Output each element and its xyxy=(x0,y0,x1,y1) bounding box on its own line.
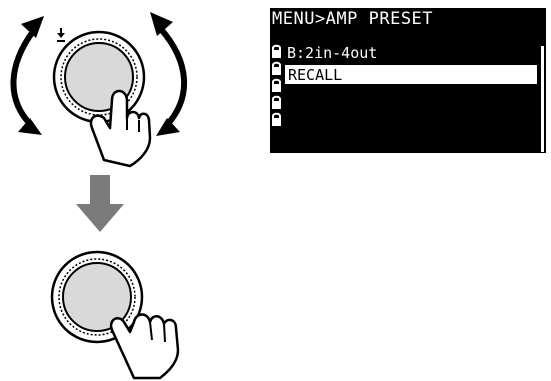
down-arrow-icon xyxy=(76,175,124,232)
scrollbar[interactable] xyxy=(541,46,544,152)
lock-icon xyxy=(271,95,282,109)
hand-press-icon xyxy=(111,315,178,379)
recall-menu-item[interactable]: RECALL xyxy=(285,65,537,84)
encoder-dial-icon[interactable] xyxy=(54,32,144,122)
lock-icon xyxy=(271,78,282,92)
lcd-menu-list: B:2in-4out RECALL xyxy=(285,44,537,84)
lcd-title: MENU>AMP PRESET xyxy=(270,8,546,30)
rotate-right-arrow-icon xyxy=(150,12,184,136)
rotate-left-arrow-icon xyxy=(13,16,44,135)
lock-icon xyxy=(271,61,282,75)
lock-icon-column xyxy=(271,44,283,129)
lock-icon xyxy=(271,44,282,58)
lcd-display: MENU>AMP PRESET B:2in-4out RECALL xyxy=(270,8,546,153)
lock-icon xyxy=(271,112,282,126)
dial-marker-icon xyxy=(57,28,65,42)
preset-value[interactable]: B:2in-4out xyxy=(285,44,537,63)
